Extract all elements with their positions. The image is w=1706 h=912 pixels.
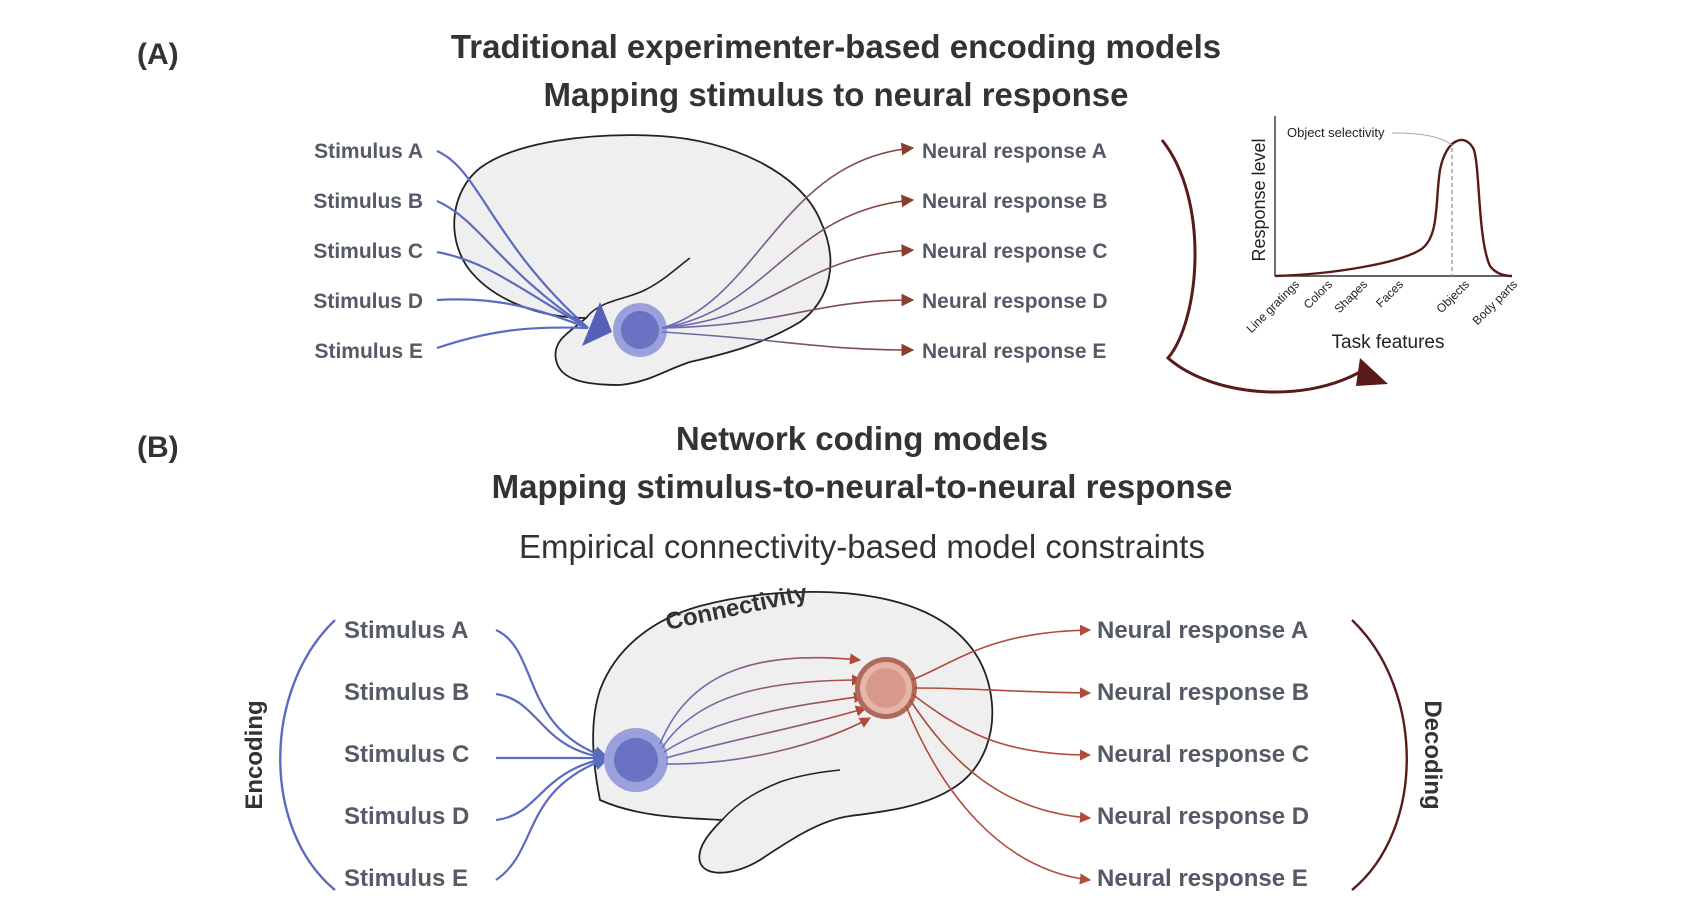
encoding-node-a [621, 311, 659, 349]
inset-link-arrow [1160, 139, 1361, 394]
response-arrow [661, 331, 915, 357]
response-arrow [661, 194, 915, 329]
response-label: Neural response C [922, 240, 1108, 263]
panel-a-encoding-arrows [436, 149, 589, 350]
encoding-arrow [495, 692, 610, 765]
response-label: Neural response E [922, 340, 1106, 363]
stimulus-label: Stimulus D [344, 803, 469, 830]
connectivity-arrow [665, 705, 868, 759]
inset-tick-label: Faces [1373, 277, 1406, 310]
inset-tick-label: Body parts [1470, 277, 1520, 327]
brain-outline-b [592, 591, 994, 874]
brain-fold-b [721, 769, 841, 821]
stimulus-label: Stimulus A [314, 140, 423, 163]
encoding-arrow [495, 752, 610, 822]
panel-a-response-list: Neural response A Neural response B Neur… [922, 140, 1108, 363]
panel-b-subtitle: Mapping stimulus-to-neural-to-neural res… [492, 468, 1233, 505]
decoding-arrow [913, 687, 1092, 699]
encoding-label: Encoding [241, 700, 268, 809]
object-selectivity-inset: Object selectivity Response level Line g… [1244, 116, 1520, 353]
convergence-arrowhead [582, 302, 612, 346]
decoding-bracket [1351, 619, 1408, 891]
inset-tick-label: Line gratings [1244, 277, 1302, 335]
inset-tick-label: Colors [1301, 277, 1335, 311]
decoding-label: Decoding [1419, 700, 1446, 809]
annotation-leader [1391, 132, 1453, 146]
connectivity-arrows [659, 653, 871, 765]
encoding-arrow [495, 755, 610, 881]
connectivity-arrow [665, 717, 871, 765]
encoding-arrow [436, 199, 589, 329]
encoding-bracket [279, 619, 336, 891]
inset-annotation: Object selectivity [1287, 125, 1385, 140]
panel-b-encoding-arrows [495, 628, 610, 881]
stimulus-label: Stimulus A [344, 617, 468, 644]
encoding-arrow [436, 326, 589, 350]
stimulus-label: Stimulus B [313, 190, 423, 213]
connectivity-arrow [659, 653, 862, 745]
panel-b-stimulus-list: Stimulus A Stimulus B Stimulus C Stimulu… [344, 617, 469, 892]
encoding-node-b [614, 738, 658, 782]
connectivity-arrow [661, 674, 864, 749]
decoding-arrow [911, 624, 1092, 681]
encoding-arrow [436, 250, 589, 329]
panel-b-decoding-arrows [905, 624, 1092, 885]
response-label: Neural response A [1097, 617, 1308, 644]
panel-b-label: (B) [137, 431, 179, 464]
connectivity-arrow [663, 691, 866, 753]
stimulus-label: Stimulus E [314, 340, 423, 363]
encoding-arrow [495, 628, 610, 762]
inset-tick-label: Objects [1433, 277, 1472, 316]
response-label: Neural response B [922, 190, 1108, 213]
response-label: Neural response D [922, 290, 1108, 313]
response-label: Neural response C [1097, 741, 1309, 768]
response-label: Neural response E [1097, 865, 1308, 892]
panel-a-title: Traditional experimenter-based encoding … [451, 28, 1221, 65]
response-arrow [661, 293, 915, 329]
panel-a-response-arrows [661, 142, 915, 357]
panel-a-stimulus-list: Stimulus A Stimulus B Stimulus C Stimulu… [313, 140, 423, 363]
panel-a-subtitle: Mapping stimulus to neural response [544, 76, 1129, 113]
response-arrow [661, 142, 915, 329]
inset-ylabel: Response level [1249, 138, 1269, 261]
selectivity-curve [1274, 138, 1513, 278]
inset-xlabel: Task features [1332, 332, 1445, 353]
encoding-arrow [436, 298, 589, 330]
stimulus-label: Stimulus D [313, 290, 423, 313]
inset-link-arrowhead [1356, 358, 1388, 386]
response-label: Neural response A [922, 140, 1107, 163]
response-label: Neural response D [1097, 803, 1309, 830]
decoding-arrow [905, 705, 1092, 885]
stimulus-label: Stimulus B [344, 679, 469, 706]
decoding-arrow [911, 693, 1092, 761]
response-label: Neural response B [1097, 679, 1309, 706]
panel-b-response-list: Neural response A Neural response B Neur… [1097, 617, 1309, 892]
panel-a-label: (A) [137, 38, 179, 71]
stimulus-label: Stimulus C [313, 240, 423, 263]
response-arrow [661, 244, 915, 329]
inset-tick-label: Shapes [1331, 277, 1370, 316]
decoding-node [866, 668, 906, 708]
encoding-arrow [436, 149, 589, 329]
stimulus-label: Stimulus E [344, 865, 468, 892]
panel-b-constraint: Empirical connectivity-based model const… [519, 528, 1205, 565]
panel-b-title: Network coding models [676, 420, 1048, 457]
decoding-arrow [909, 699, 1092, 823]
stimulus-label: Stimulus C [344, 741, 469, 768]
